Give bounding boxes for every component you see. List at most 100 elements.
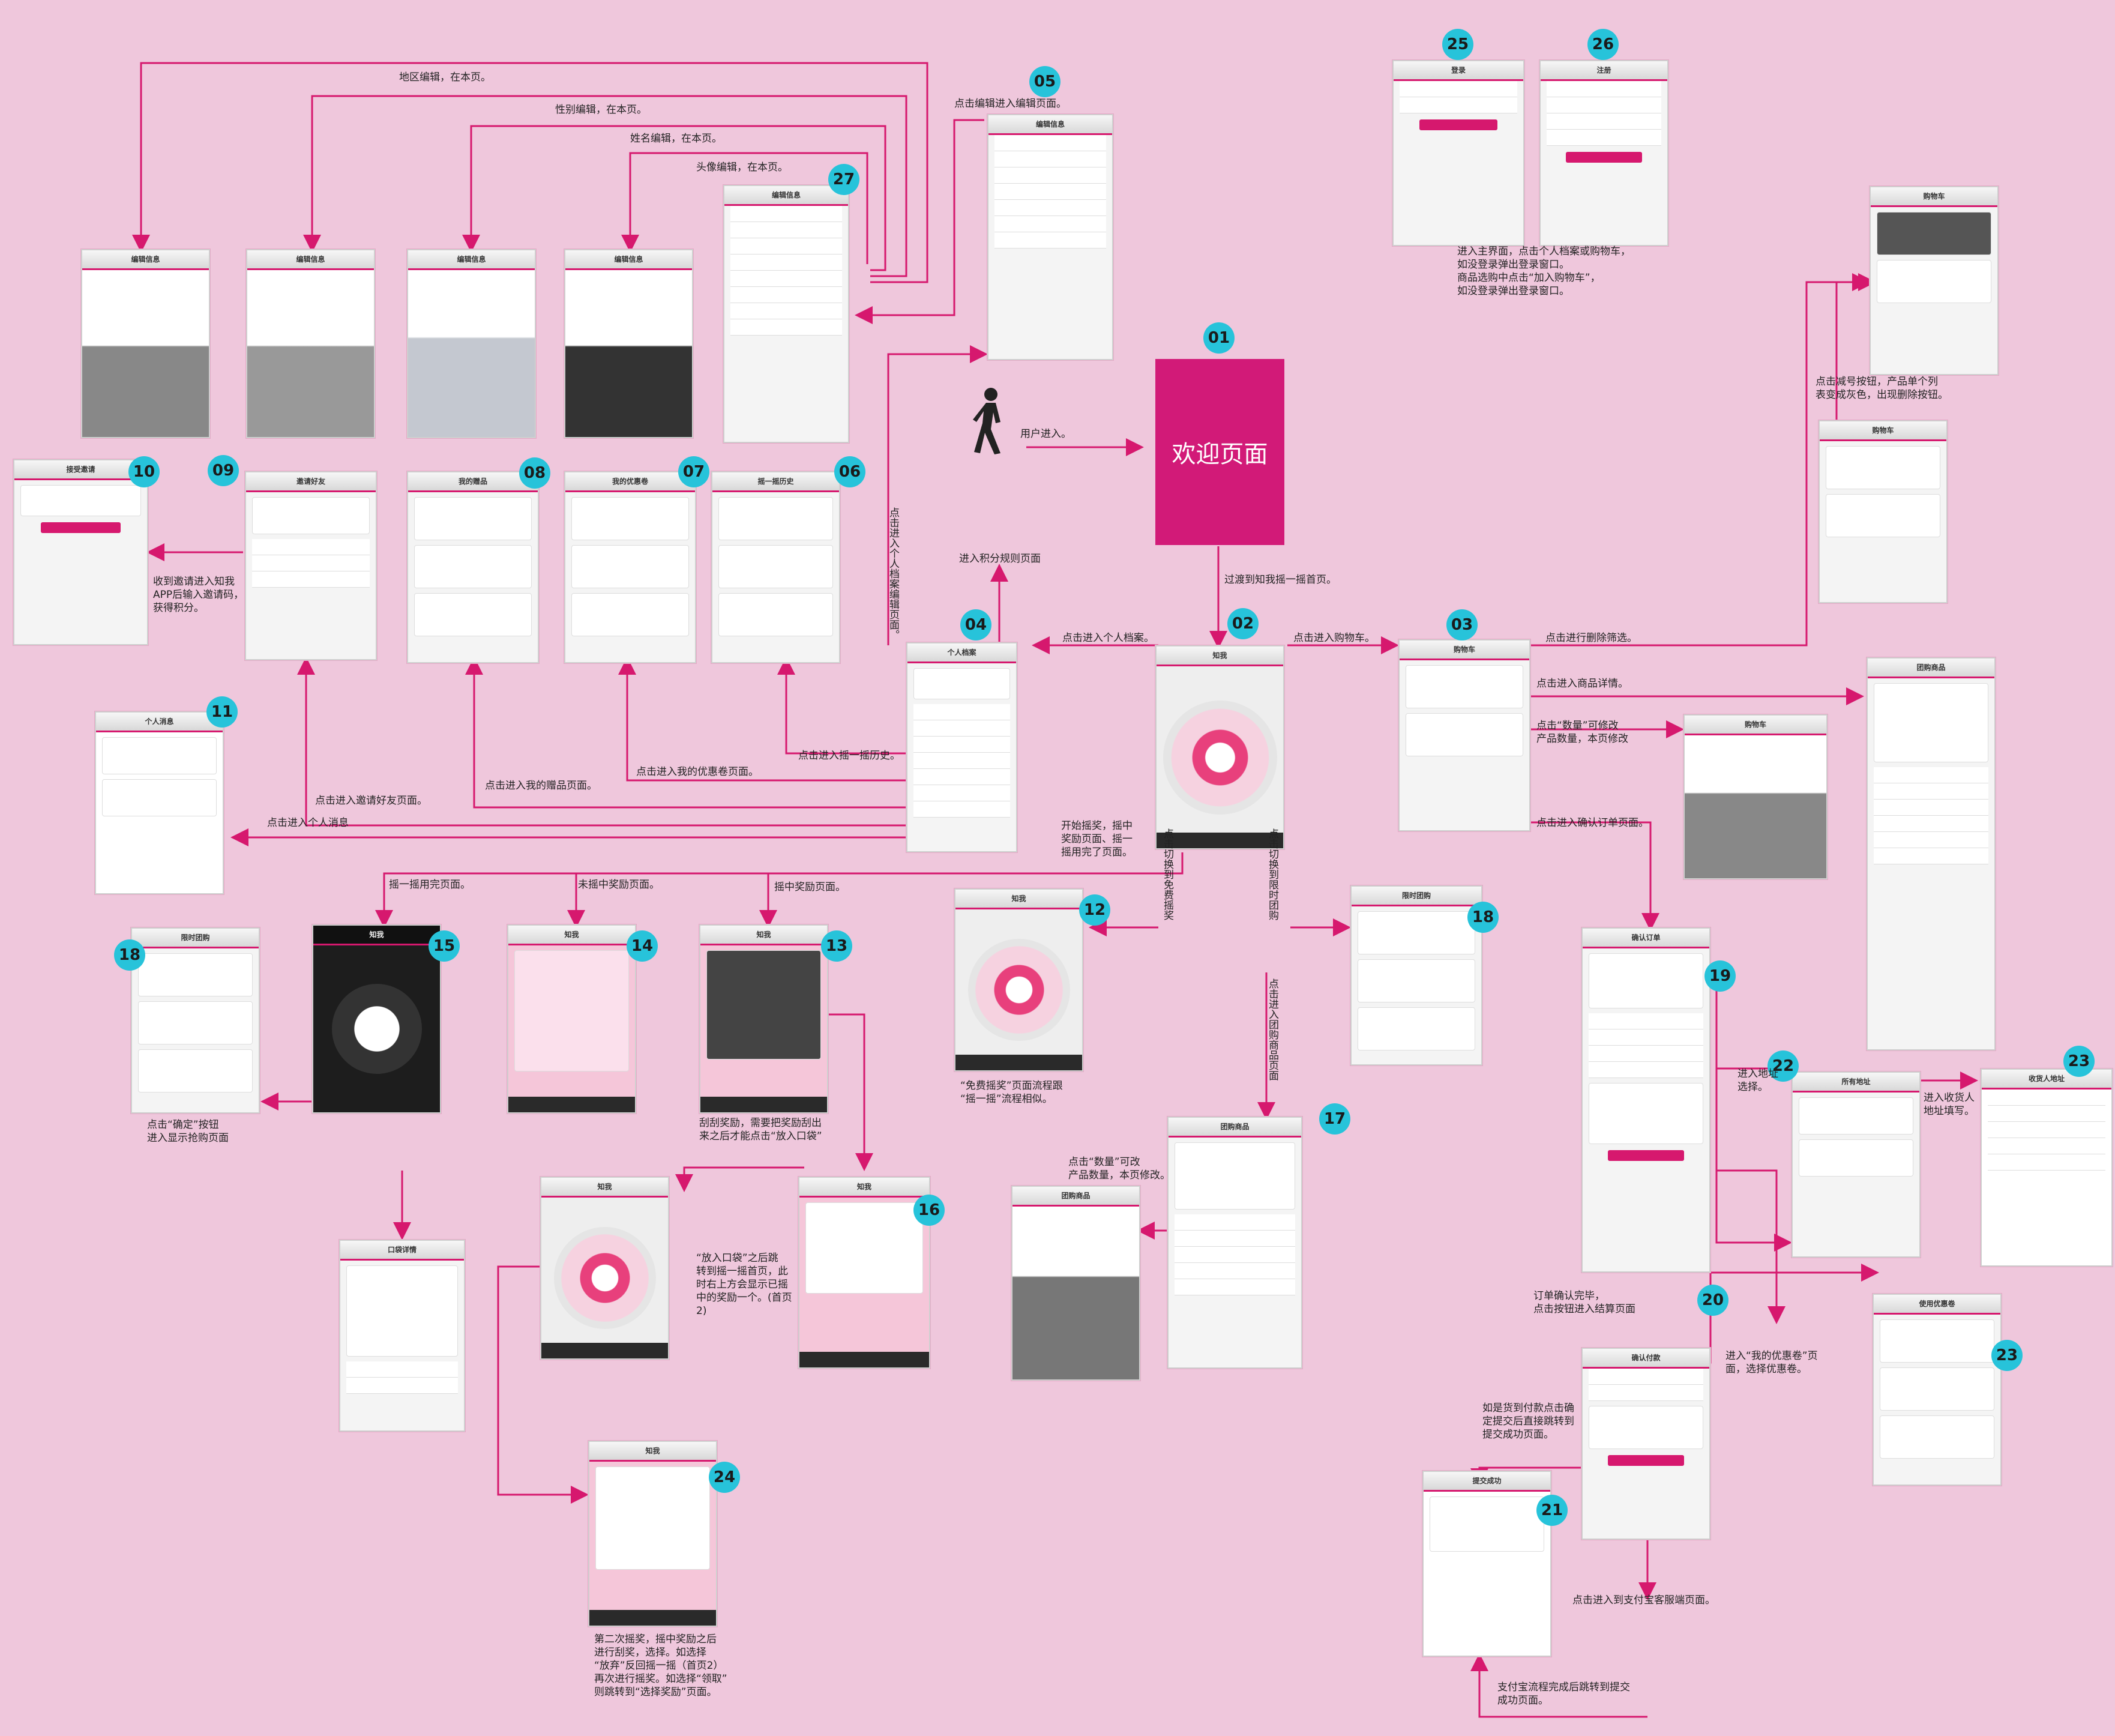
walking-person-icon bbox=[973, 388, 1000, 454]
screen-use-coupon: 使用优惠卷 bbox=[1873, 1294, 2002, 1486]
screen-no-reward: 知我 bbox=[507, 924, 636, 1114]
note-shake: 开始摇奖，摇中 奖励页面、摇一 摇用完了页面。 bbox=[1061, 820, 1133, 858]
screen-confirm-order: 确认订单 bbox=[1581, 927, 1710, 1273]
screen-reward-pocket: 知我 bbox=[798, 1177, 930, 1369]
badge-03: 03 bbox=[1446, 609, 1478, 640]
screen-my-gifts: 我的赠品 bbox=[407, 471, 539, 663]
note-transit: 过渡到知我摇一摇首页。 bbox=[1224, 574, 1337, 586]
badge-19: 19 bbox=[1704, 960, 1736, 992]
badge-18: 18 bbox=[114, 939, 145, 971]
note-login: 进入主界面，点击个人档案或购物车， 如没登录弹出登录窗口。 商品选购中点击“加入… bbox=[1457, 246, 1631, 297]
badge-11: 11 bbox=[206, 696, 238, 728]
screen-edit-name: 编辑信息 bbox=[407, 249, 536, 438]
badge-18-limited: 18 bbox=[1467, 902, 1499, 933]
screen-invite-friends: 邀请好友 bbox=[245, 471, 377, 660]
screen-shake-history: 摇一摇历史 bbox=[711, 471, 840, 663]
screen-choose-reward: 知我 bbox=[588, 1441, 717, 1627]
welcome-screen: 欢迎页面 bbox=[1155, 359, 1284, 545]
screen-limited-group-18: 限时团购 bbox=[131, 927, 260, 1114]
note-pocket: “放入口袋”之后跳 转到摇一摇首页，此 时右上方会显示已摇 中的奖励一个。(首页… bbox=[696, 1252, 792, 1317]
screen-cart-qty: 购物车 bbox=[1683, 714, 1828, 879]
note-delete: 点击减号按钮，产品单个列 表变成灰色，出现删除按钮。 bbox=[1816, 376, 1948, 401]
screen-title: 购物车 bbox=[1400, 640, 1529, 660]
note-gender: 性别编辑，在本页。 bbox=[555, 104, 647, 116]
badge-12: 12 bbox=[1079, 894, 1110, 926]
badge-07: 07 bbox=[678, 456, 709, 487]
badge-25: 25 bbox=[1442, 29, 1473, 60]
screen-title: 购物车 bbox=[1820, 421, 1946, 441]
note-edit: 点击编辑进入编辑页面。 bbox=[954, 98, 1067, 110]
screen-title: 收货人地址 bbox=[1982, 1070, 2111, 1090]
note-gift: 点击进入我的赠品页面。 bbox=[485, 780, 597, 792]
badge-17: 17 bbox=[1319, 1103, 1350, 1135]
screen-title: 接受邀请 bbox=[14, 460, 147, 480]
note-used-up: 摇一摇用完页面。 bbox=[389, 879, 471, 891]
note-user-enter: 用户进入。 bbox=[1020, 428, 1071, 440]
screen-free-shake: 知我 bbox=[954, 888, 1083, 1071]
screen-submit-success: 提交成功 bbox=[1422, 1471, 1551, 1657]
screen-reward-scratch: 知我 bbox=[699, 924, 828, 1114]
note-quantity: 点击“数量”可修改 产品数量，本页修改 bbox=[1536, 720, 1628, 745]
badge-13: 13 bbox=[821, 930, 852, 962]
screen-title: 编辑信息 bbox=[988, 115, 1112, 135]
screen-title: 编辑信息 bbox=[408, 250, 535, 270]
note-edit-profile: 点击进入个人档案编辑页面。 bbox=[887, 507, 899, 640]
screen-edit-gender: 编辑信息 bbox=[246, 249, 375, 438]
badge-14: 14 bbox=[627, 930, 658, 962]
screen-edit-avatar: 编辑信息 bbox=[564, 249, 693, 438]
screen-title: 我的赠品 bbox=[408, 472, 538, 492]
screen-title: 知我 bbox=[700, 926, 827, 945]
badge-05: 05 bbox=[1029, 66, 1061, 97]
screen-title: 编辑信息 bbox=[82, 250, 209, 270]
note-message: 点击进入个人消息 bbox=[267, 817, 349, 829]
screen-group-product: 团购商品 bbox=[1167, 1117, 1302, 1369]
screen-title: 购物车 bbox=[1685, 716, 1826, 735]
note-product-detail: 点击进入商品详情。 bbox=[1536, 678, 1628, 690]
note-scratch: 刮刮奖励，需要把奖励刮出 来之后才能点击“放入口袋” bbox=[699, 1117, 822, 1142]
note-address: 进入地址 选择。 bbox=[1737, 1068, 1778, 1093]
screen-title: 团购商品 bbox=[1012, 1187, 1139, 1207]
badge-26: 26 bbox=[1587, 29, 1619, 60]
screen-group-product-qty: 团购商品 bbox=[1011, 1186, 1140, 1381]
badge-23-coupon: 23 bbox=[1991, 1340, 2023, 1371]
screen-shake-home: 知我 bbox=[1155, 645, 1284, 849]
screen-title: 提交成功 bbox=[1424, 1472, 1550, 1492]
screen-login: 登录 bbox=[1392, 60, 1524, 246]
badge-02: 02 bbox=[1227, 608, 1259, 639]
screen-title: 我的优惠卷 bbox=[565, 472, 695, 492]
note-free: “免费摇奖”页面流程跟 “摇一摇”流程相似。 bbox=[960, 1080, 1063, 1105]
screen-personal-message: 个人消息 bbox=[95, 711, 224, 894]
note-delete-filter: 点击进行删除筛选。 bbox=[1545, 632, 1637, 644]
note-finish: 订单确认完毕， 点击按钮进入结算页面 bbox=[1533, 1290, 1635, 1315]
screen-all-addresses: 所有地址 bbox=[1792, 1071, 1921, 1258]
badge-15: 15 bbox=[429, 930, 460, 962]
note-confirm-order: 点击进入确认订单页面。 bbox=[1536, 817, 1649, 829]
screen-title: 口袋详情 bbox=[340, 1241, 464, 1261]
note-invite: 点击进入邀请好友页面。 bbox=[315, 795, 427, 807]
screen-shake-home-2: 知我 bbox=[540, 1177, 669, 1360]
note-group-detail: 点击进入团购商品页面 bbox=[1266, 978, 1278, 1080]
screen-pocket-detail: 口袋详情 bbox=[339, 1240, 465, 1432]
note-alipay-done: 支付宝流程完成后跳转到提交 成功页面。 bbox=[1497, 1681, 1630, 1707]
badge-04: 04 bbox=[960, 609, 991, 640]
screen-my-coupons: 我的优惠卷 bbox=[564, 471, 696, 663]
screen-title: 所有地址 bbox=[1793, 1073, 1919, 1093]
welcome-label: 欢迎页面 bbox=[1172, 441, 1268, 468]
screen-title: 个人档案 bbox=[907, 643, 1016, 663]
badge-08: 08 bbox=[519, 457, 550, 489]
screen-title: 知我 bbox=[589, 1442, 716, 1462]
badge-06: 06 bbox=[834, 456, 865, 487]
screen-shake-used-up: 知我 bbox=[312, 924, 441, 1114]
screen-title: 编辑信息 bbox=[724, 186, 848, 206]
note-second-shake: 第二次摇奖，摇中奖励之后 进行刮奖，选择。如选择 “放弃”反回摇一摇（首页2） … bbox=[594, 1633, 727, 1698]
screen-cart-minus: 购物车 bbox=[1819, 420, 1948, 603]
screen-title: 知我 bbox=[1157, 646, 1283, 666]
note-cod: 如是货到付款点击确 定提交后直接跳转到 提交成功页面。 bbox=[1482, 1402, 1574, 1441]
badge-24: 24 bbox=[709, 1462, 740, 1493]
note-ok: 点击“确定”按钮 进入显示抢购页面 bbox=[147, 1119, 229, 1144]
screen-title: 知我 bbox=[541, 1178, 668, 1198]
screen-title: 编辑信息 bbox=[247, 250, 374, 270]
badge-20: 20 bbox=[1697, 1285, 1728, 1316]
note-profile: 点击进入个人档案。 bbox=[1062, 632, 1154, 644]
screen-limited-group: 限时团购 bbox=[1350, 885, 1482, 1065]
